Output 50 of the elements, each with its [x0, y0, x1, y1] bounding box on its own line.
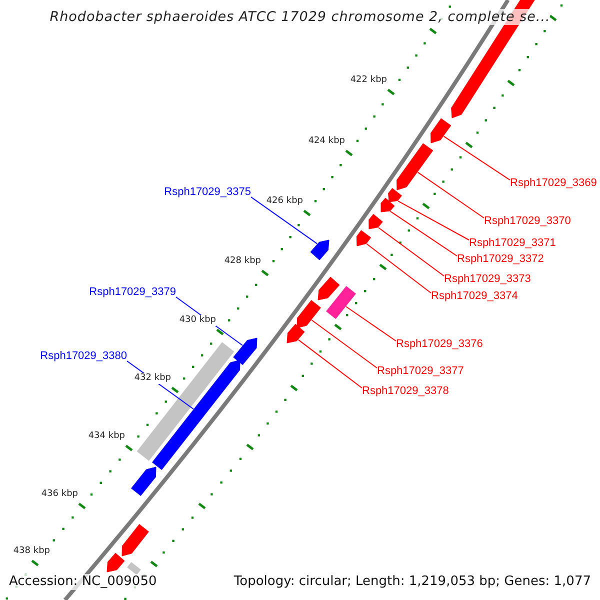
scale-label: 424 kbp — [308, 136, 345, 147]
gene-label: Rsph17029_3376 — [396, 338, 483, 351]
scale-label: 422 kbp — [350, 75, 387, 86]
gene-feature — [296, 300, 321, 328]
gene-feature — [131, 466, 156, 496]
scale-label: 436 kbp — [41, 489, 78, 500]
gene-feature — [122, 524, 149, 556]
scale-label: 432 kbp — [134, 373, 171, 384]
leader-line — [311, 320, 378, 368]
gene-feature — [396, 143, 434, 190]
gene-feature — [106, 552, 125, 572]
gene-label: Rsph17029_3379 — [89, 286, 176, 299]
gene-label: Rsph17029_3371 — [469, 237, 556, 250]
accession-text: Accession: NC_009050 — [7, 574, 159, 590]
gene-label: Rsph17029_3369 — [510, 177, 597, 190]
gene-label: Rsph17029_3373 — [444, 273, 531, 286]
gene-feature — [286, 324, 305, 344]
leader-line — [298, 339, 362, 388]
scale-label: 428 kbp — [224, 256, 261, 267]
gene-feature — [430, 118, 452, 144]
leader-line — [366, 243, 432, 294]
gene-block — [326, 286, 356, 319]
scale-label: 426 kbp — [266, 196, 303, 207]
leader-line — [346, 306, 396, 342]
gene-label: Rsph17029_3377 — [377, 365, 464, 378]
gene-feature — [388, 188, 402, 202]
gene-feature — [368, 214, 383, 230]
gene-feature — [356, 230, 372, 246]
leader-line — [250, 196, 318, 244]
gene-label: Rsph17029_3370 — [484, 215, 571, 228]
gene-feature — [380, 198, 395, 212]
scale-label: 438 kbp — [13, 546, 50, 557]
scale-label: 434 kbp — [88, 431, 125, 442]
leader-line — [378, 227, 444, 276]
scale-label: 430 kbp — [179, 315, 216, 326]
gene-feature — [318, 276, 340, 300]
leader-line — [398, 200, 470, 240]
gene-label: Rsph17029_3378 — [362, 385, 449, 398]
gene-label: Rsph17029_3380 — [40, 350, 127, 363]
leader-line — [443, 136, 510, 180]
gene-label: Rsph17029_3374 — [431, 290, 518, 303]
gene-feature — [152, 360, 240, 470]
leader-line — [417, 172, 484, 218]
gene-label: Rsph17029_3375 — [164, 186, 251, 199]
leader-line — [390, 210, 458, 256]
genome-info-text: Topology: circular; Length: 1,219,053 bp; Genes: 1,077 — [232, 574, 593, 590]
gene-feature — [310, 240, 330, 260]
gene-block — [136, 342, 234, 461]
gene-label: Rsph17029_3372 — [457, 253, 544, 266]
title: Rhodobacter sphaeroides ATCC 17029 chromosome 2, complete se... — [50, 9, 550, 25]
